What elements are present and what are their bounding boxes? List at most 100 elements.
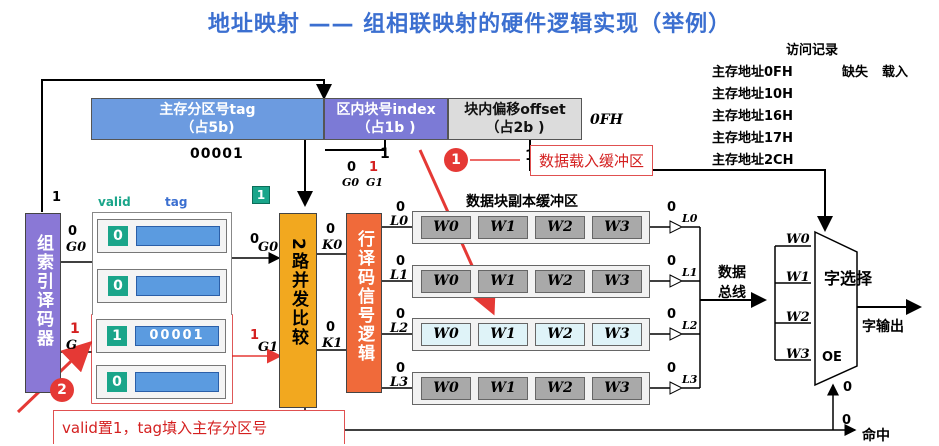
word-cell: W1 <box>478 270 528 293</box>
output-value: 0 <box>667 254 677 269</box>
output-label: L1 <box>682 266 698 279</box>
page-title: 地址映射 —— 组相联映射的硬件逻辑实现（举例） <box>207 12 732 37</box>
decoder-out1-value: 1 <box>70 321 80 337</box>
data-line-0: W0 W1 W2 W3 <box>412 211 650 244</box>
row-decode-logic-label: 行译码信号逻辑 <box>354 230 374 363</box>
access-record-entry: 主存地址2CH <box>712 153 794 168</box>
decoder-out0-value: 0 <box>68 224 78 239</box>
word-select-label: 字选择 <box>824 268 872 290</box>
row-logic-g1-label: G1 <box>366 176 384 189</box>
oe-value: 0 <box>843 380 853 395</box>
cache-line: 0 <box>97 269 227 303</box>
valid-column-header: valid <box>98 195 131 209</box>
index-value: 1 <box>380 146 390 162</box>
callout-number-1: 1 <box>444 148 468 172</box>
tag-cell: 00001 <box>135 326 219 346</box>
offset-field-label: 块内偏移offset <box>464 102 566 118</box>
line-value: 0 <box>396 307 406 322</box>
data-line-3: W0 W1 W2 W3 <box>412 372 650 405</box>
address-value: 0FH <box>590 112 623 128</box>
data-line-2: W0 W1 W2 W3 <box>412 318 650 351</box>
two-way-comparator-label: 2路并发比较 <box>288 238 308 347</box>
line-label: L1 <box>390 268 409 283</box>
output-label: L3 <box>682 373 698 386</box>
line-value: 0 <box>396 254 406 269</box>
valid-bit: 0 <box>108 276 128 296</box>
tag-field: 主存分区号tag （占5b) <box>91 98 324 140</box>
access-record-title: 访问记录 <box>786 43 839 58</box>
comparator-k1-label: K1 <box>322 336 343 351</box>
word-cell: W1 <box>478 216 528 239</box>
output-value: 0 <box>667 200 677 215</box>
comparator-g0-value: 0 <box>250 232 260 247</box>
decoder-g1-label: G <box>66 338 78 353</box>
tag-cell <box>136 276 220 296</box>
data-bus-label-2: 总线 <box>718 285 746 301</box>
row-decode-logic: 行译码信号逻辑 <box>346 213 382 393</box>
word-cell: W3 <box>592 377 642 400</box>
compare-enable-badge: 1 <box>252 186 270 204</box>
word-cell: W3 <box>592 323 642 346</box>
word-cell: W1 <box>478 377 528 400</box>
data-line-1: W0 W1 W2 W3 <box>412 265 650 298</box>
data-bus-label-1: 数据 <box>718 265 746 281</box>
decoder-g0-label: G0 <box>66 240 87 255</box>
tag-field-size: （占5b) <box>180 120 235 136</box>
index-field-label: 区内块号index <box>336 102 436 118</box>
decoder-input-value: 1 <box>52 190 62 205</box>
word-cell: W0 <box>421 323 471 346</box>
access-record-entry: 主存地址10H <box>712 87 793 102</box>
comparator-k0-label: K0 <box>322 238 343 253</box>
output-value: 0 <box>667 361 677 376</box>
tag-cell <box>135 372 219 392</box>
mux-input-label: W3 <box>786 347 810 362</box>
word-cell: W2 <box>535 323 585 346</box>
word-cell: W2 <box>535 270 585 293</box>
offset-field-size: （占2b ) <box>485 120 545 136</box>
comparator-g1-label: G1 <box>258 340 279 355</box>
set-index-decoder-label: 组索引译码器 <box>33 234 53 348</box>
valid-bit: 0 <box>107 372 127 392</box>
word-cell: W1 <box>478 323 528 346</box>
cache-set-0: 0 0 <box>92 212 232 319</box>
word-cell: W0 <box>421 270 471 293</box>
tag-column-header: tag <box>165 195 188 209</box>
output-value: 0 <box>667 307 677 322</box>
status-miss: 缺失 <box>842 65 869 80</box>
cache-line: 1 00001 <box>96 319 226 353</box>
set-index-decoder: 组索引译码器 <box>25 213 61 393</box>
two-way-comparator: 2路并发比较 <box>279 213 317 408</box>
tag-cell <box>136 226 220 246</box>
row-logic-g0-label: G0 <box>342 176 360 189</box>
line-label: L0 <box>390 214 409 229</box>
hit-label: 命中 <box>862 428 890 444</box>
word-cell: W2 <box>535 216 585 239</box>
comparator-g1-value: 1 <box>250 328 260 343</box>
access-record: 访问记录 主存地址0FH 主存地址10H 主存地址16H 主存地址17H 主存地… <box>712 40 908 172</box>
callout-number-2: 2 <box>50 378 74 402</box>
data-buffer-title: 数据块副本缓冲区 <box>466 194 578 210</box>
mux-input-label: W2 <box>786 310 810 325</box>
word-cell: W3 <box>592 270 642 293</box>
line-label: L2 <box>390 321 409 336</box>
callout-set-valid: valid置1，tag填入主存分区号 <box>53 410 345 444</box>
cache-line: 0 <box>97 219 227 253</box>
index-field-size: （占1b ) <box>356 120 416 136</box>
row-logic-g1-value: 1 <box>369 160 379 175</box>
line-label: L3 <box>390 375 409 390</box>
access-record-entry: 主存地址16H <box>712 109 793 124</box>
cache-set-1: 1 00001 0 <box>92 315 232 403</box>
cache-line: 0 <box>96 365 226 399</box>
hit-value: 0 <box>842 413 852 428</box>
tag-field-label: 主存分区号tag <box>159 102 256 118</box>
output-label: L0 <box>682 212 698 225</box>
word-output-label: 字输出 <box>862 319 904 335</box>
valid-bit: 1 <box>107 326 127 346</box>
row-logic-g0-value: 0 <box>347 160 357 175</box>
tag-value: 00001 <box>190 146 244 162</box>
comparator-k1-value: 0 <box>326 320 336 335</box>
word-cell: W0 <box>421 216 471 239</box>
oe-label: OE <box>822 350 842 365</box>
comparator-k0-value: 0 <box>326 222 336 237</box>
status-load: 载入 <box>882 65 909 80</box>
